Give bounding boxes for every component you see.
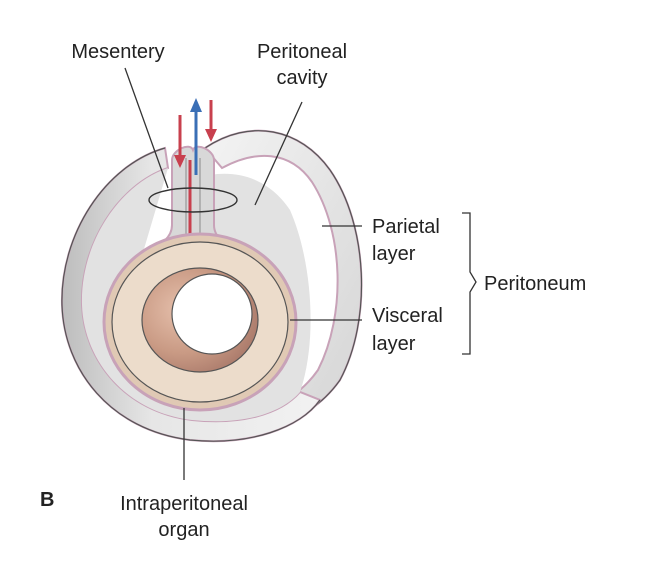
label-visceral-2: layer [372, 333, 416, 355]
label-parietal-1: Parietal [372, 216, 440, 238]
label-peritoneal-cavity-1: Peritoneal [257, 41, 347, 63]
label-mesentery: Mesentery [71, 41, 164, 63]
vessel-arrows [174, 98, 217, 175]
leader-lines [124, 67, 477, 480]
lumen-opening [171, 273, 253, 355]
label-visceral-1: Visceral [372, 305, 443, 327]
arrowhead-right [205, 129, 217, 142]
label-peritoneum: Peritoneum [484, 273, 586, 295]
arrowhead-up [190, 98, 202, 112]
leader-cavity [254, 101, 303, 206]
peritoneum-bracket [462, 212, 477, 355]
section-ellipse [148, 187, 238, 213]
label-parietal-2: layer [372, 243, 416, 265]
arrowhead-left [174, 155, 186, 168]
panel-letter: B [40, 489, 54, 511]
label-peritoneal-cavity-2: cavity [276, 67, 327, 89]
leader-mesentery [124, 67, 169, 189]
intraperitoneal-organ [102, 232, 298, 412]
label-organ-1: Intraperitoneal [120, 493, 248, 515]
label-organ-2: organ [158, 519, 209, 541]
